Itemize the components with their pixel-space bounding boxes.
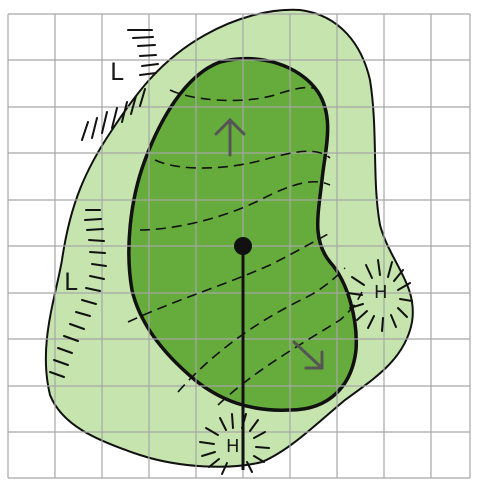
dot-icon: [234, 237, 252, 255]
label-high-right: H: [374, 282, 388, 303]
label-low-left: L: [64, 268, 78, 296]
label-high-bottom: H: [226, 436, 240, 457]
label-low-top: L: [110, 58, 124, 86]
